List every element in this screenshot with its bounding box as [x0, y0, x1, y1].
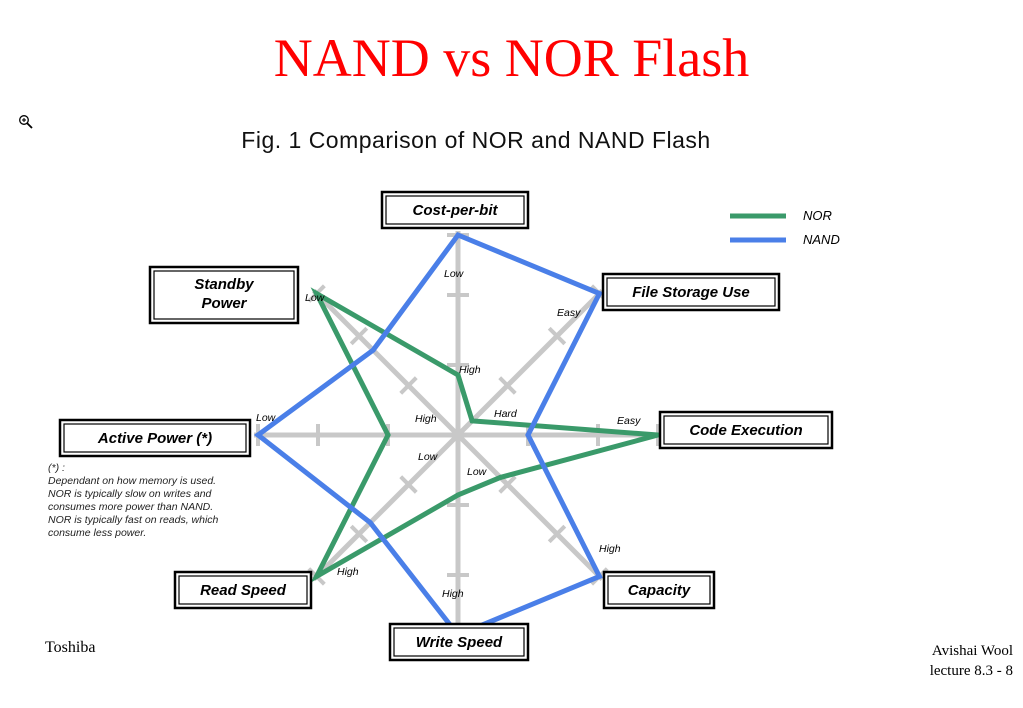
radar-axis-tick: [349, 326, 369, 346]
radar-axis-tick: [399, 475, 418, 494]
radar-axis-line: [311, 433, 460, 582]
series-nand-point: [596, 291, 602, 297]
legend-label-nor: NOR: [803, 208, 832, 223]
series-nor-point: [314, 573, 320, 579]
series-nand-point: [367, 520, 373, 526]
radar-axis-tick: [547, 524, 567, 544]
radar-axis-line: [456, 288, 605, 437]
axis-name-label: Cost-per-bit: [413, 202, 499, 219]
axis-name-label: Standby: [194, 276, 254, 293]
axis-box-inner: [663, 415, 829, 445]
series-nor-point: [314, 291, 320, 297]
footer-author: Avishai Wool lecture 8.3 - 8: [930, 641, 1013, 681]
series-nand-point: [370, 347, 376, 353]
legend-label-nand: NAND: [803, 232, 840, 247]
axis-box-outer: [148, 265, 300, 325]
axis-inner-label: Low: [467, 466, 488, 478]
axis-box-outer: [380, 190, 530, 230]
axis-outer-label: Low: [305, 292, 326, 304]
footnote-line: consume less power.: [48, 527, 147, 539]
axis-box-inner: [153, 270, 295, 320]
series-nor-point: [469, 418, 475, 424]
footnote-line: Dependant on how memory is used.: [48, 475, 217, 487]
series-nor-point: [497, 474, 503, 480]
axis-box-outer: [173, 570, 313, 610]
axis-box-inner: [606, 277, 776, 307]
axis-outer-label: Low: [256, 412, 277, 424]
radar-axis-tick: [547, 326, 567, 346]
radar-axis-line: [456, 433, 605, 582]
axis-outer-label: Low: [444, 268, 465, 280]
axis-name-label: Write Speed: [416, 634, 503, 651]
axis-name-label: Capacity: [628, 582, 691, 599]
series-nand-point: [455, 232, 461, 238]
axis-inner-label: High: [459, 364, 481, 376]
axis-inner-label: High: [415, 413, 437, 425]
slide-title: NAND vs NOR Flash: [273, 28, 750, 88]
axis-box-outer: [658, 410, 834, 450]
axis-outer-label: High: [442, 588, 464, 600]
radar-axis-tick: [498, 475, 517, 494]
axis-outer-label: High: [337, 566, 359, 578]
axis-name-label: Read Speed: [200, 582, 287, 599]
radar-axis-line: [311, 288, 460, 437]
zoom-in-icon[interactable]: [18, 114, 34, 130]
series-nor-point: [455, 492, 461, 498]
footer-author-name: Avishai Wool: [931, 643, 1013, 659]
series-nand-point: [525, 432, 531, 438]
axis-box-inner: [385, 195, 525, 225]
footnote-line: NOR is typically fast on reads, which: [48, 514, 219, 526]
series-nor-point: [385, 432, 391, 438]
axis-outer-label: High: [599, 543, 621, 555]
axis-box-inner: [607, 575, 711, 605]
axis-name-label: Code Execution: [689, 422, 802, 439]
axis-name-label: Active Power (*): [97, 430, 212, 447]
chart-title: Fig. 1 Comparison of NOR and NAND Flash: [241, 127, 711, 153]
axis-box-inner: [178, 575, 308, 605]
radar-axis-tick: [349, 524, 369, 544]
axis-outer-label: Easy: [557, 307, 581, 319]
series-nand-point: [596, 573, 602, 579]
axis-box-inner: [63, 423, 247, 453]
axis-box-outer: [58, 418, 252, 458]
axis-box-inner: [393, 627, 525, 657]
footer-source: Toshiba: [45, 639, 96, 656]
footnote-line: (*) :: [48, 462, 65, 474]
footer-lecture-number: lecture 8.3 - 8: [929, 663, 1013, 679]
axis-name-label: Power: [201, 295, 247, 312]
axis-box-outer: [602, 570, 716, 610]
axis-box-outer: [601, 272, 781, 312]
axis-name-label: File Storage Use: [632, 284, 750, 301]
series-nand-point: [255, 432, 261, 438]
series-nor-point: [455, 372, 461, 378]
axis-outer-label: Easy: [617, 415, 641, 427]
footnote-line: NOR is typically slow on writes and: [48, 488, 212, 500]
chart-footnote: (*) : Dependant on how memory is used. N…: [48, 462, 278, 540]
axis-box-outer: [388, 622, 530, 662]
chart-legend: NOR NAND: [730, 208, 840, 247]
footnote-line: consumes more power than NAND.: [48, 501, 214, 513]
axis-inner-label: Low: [418, 451, 439, 463]
radar-axis-tick: [498, 376, 517, 395]
radar-axis-tick: [399, 376, 418, 395]
axis-inner-label: Hard: [494, 408, 518, 420]
